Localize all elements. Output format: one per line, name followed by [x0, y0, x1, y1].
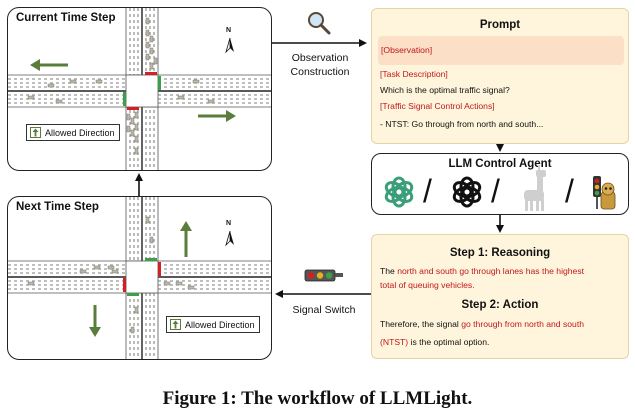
- agent-separator: /: [423, 173, 432, 209]
- north-compass-icon: [225, 230, 234, 247]
- step2-action-code: (NTST): [380, 337, 409, 347]
- agent-title: LLM Control Agent: [448, 158, 552, 170]
- legend-label: Allowed Direction: [185, 319, 255, 330]
- step2-highlight: go through from north and south: [461, 319, 584, 329]
- allowed-direction-legend: Allowed Direction: [166, 316, 260, 333]
- observation-block: [Observation]: [378, 36, 624, 65]
- llm-control-agent-box: LLM Control Agent: [371, 153, 629, 215]
- step1-highlight: north and south go through lanes has the…: [397, 266, 585, 276]
- openai-green-icon: [384, 176, 414, 208]
- step2-prefix: Therefore, the signal: [380, 319, 462, 329]
- step1-title: Step 1: Reasoning: [449, 247, 551, 259]
- step2-line2: (NTST) is the optimal option.: [380, 337, 489, 347]
- signal-switch-label: Signal Switch: [292, 304, 356, 316]
- step1-line1: The north and south go through lanes has…: [380, 266, 584, 276]
- agent-separator: /: [565, 173, 574, 209]
- observation-construction-label: Observation Construction: [276, 51, 364, 79]
- llama-icon: [524, 165, 546, 211]
- task-text: Which is the optimal traffic signal?: [380, 85, 510, 95]
- compass-label: N: [226, 27, 232, 34]
- robot-traffic-light-icon: [593, 176, 616, 210]
- prompt-box: Prompt [Observation] [Task Description] …: [371, 8, 629, 144]
- agent-separator: /: [491, 173, 500, 209]
- allowed-direction-legend: Allowed Direction: [26, 124, 120, 141]
- observation-label-line2: Construction: [290, 66, 350, 78]
- north-compass-icon: [225, 37, 234, 54]
- compass-label: N: [226, 220, 232, 227]
- figure-caption: Figure 1: The workflow of LLMLight.: [162, 388, 473, 409]
- next-time-step-panel: Next Time Step N Allowed Direction: [7, 196, 272, 360]
- prompt-title: Prompt: [479, 19, 521, 31]
- step1-prefix: The: [380, 266, 398, 276]
- reasoning-action-box: Step 1: Reasoning The north and south go…: [371, 234, 629, 359]
- next-intersection-map: [8, 197, 271, 359]
- step1-line2: total of queuing vehicles.: [380, 280, 475, 290]
- current-time-step-panel: Current Time Step N Allowed Direction: [7, 7, 272, 171]
- openai-black-icon: [452, 176, 482, 208]
- current-time-step-title: Current Time Step: [16, 12, 116, 24]
- step2-title: Step 2: Action: [461, 299, 539, 311]
- actions-heading: [Traffic Signal Control Actions]: [380, 101, 495, 111]
- observation-label-line1: Observation: [291, 52, 349, 64]
- action-text: - NTST: Go through from north and south.…: [380, 119, 544, 129]
- up-arrow-icon: [170, 319, 181, 330]
- current-intersection-map: [8, 8, 271, 170]
- up-arrow-icon: [30, 127, 41, 138]
- step2-line1: Therefore, the signal go through from no…: [380, 319, 584, 329]
- agent-icons: [384, 165, 616, 211]
- step2-suffix: is the optimal option.: [408, 337, 490, 347]
- legend-label: Allowed Direction: [45, 127, 115, 138]
- observation-tag: [Observation]: [381, 45, 433, 55]
- task-heading: [Task Description]: [380, 69, 448, 79]
- next-time-step-title: Next Time Step: [16, 201, 99, 213]
